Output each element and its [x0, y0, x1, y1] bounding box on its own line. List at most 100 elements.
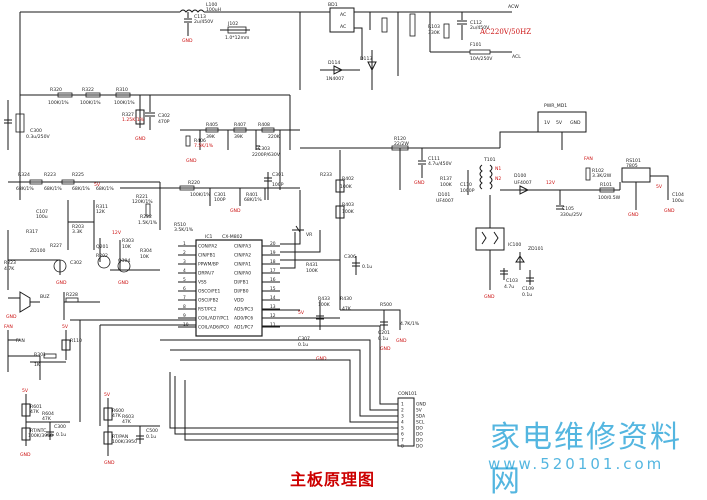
c109-label: C109 [522, 286, 534, 292]
ic1-pin-number: 13 [270, 304, 276, 310]
gnd-label-9: GND [56, 280, 67, 286]
c301b-label: C301 [272, 172, 284, 178]
r408-value: 220K [268, 134, 281, 140]
r430-label: R430 [340, 296, 352, 302]
ic1-pin-label: PPWM/BP [198, 262, 219, 268]
r320-value: 100K/1% [48, 100, 69, 106]
r110-label: R110 [70, 338, 82, 344]
r223-value: 68K/1% [44, 186, 62, 192]
ic1-pin-number: 4 [183, 268, 186, 274]
r310-label: R310 [116, 87, 128, 93]
r203-label: R203 [72, 224, 84, 230]
ic1-pin-number: 8 [183, 304, 186, 310]
bd1-ac-pin2: AC [340, 24, 346, 30]
d113-label: D113 [360, 56, 372, 62]
gnd-label-4: GND [414, 180, 425, 186]
r600-label: R600 [112, 408, 124, 414]
c111-value: 4.7u/450V [428, 161, 453, 167]
gnd-label-2: GND [135, 136, 146, 142]
r500-label: R500 [380, 302, 392, 308]
r225-value: 68K/1% [72, 186, 90, 192]
r222-label: R222 [140, 214, 152, 220]
snubber-section: R405 39K R407 39K R408 220K R406 7.5K/1%… [180, 122, 300, 190]
ic1-pin-number: 16 [270, 277, 276, 283]
ic1-pin-number: 2 [183, 250, 186, 256]
ic1-pin-number: 20 [270, 241, 276, 247]
r101-value: 100/0.5W [598, 195, 621, 201]
c105-value: 330u/25V [560, 212, 583, 218]
r301-label: R301 [34, 352, 46, 358]
ic1-label: IC1 [205, 234, 213, 240]
c301-label: C301 [214, 192, 226, 198]
rt-pan-label: RT/PAN [112, 434, 128, 440]
ic1-pin-label: OSCO/FE1 [198, 289, 221, 295]
acl-label: ACL [512, 54, 521, 60]
r320-label: R320 [50, 87, 62, 93]
fan-sensor-section: FAN FAN R301 1K 5V R110 5V R601 47K R604… [4, 319, 196, 466]
gnd-label-13: GND [396, 338, 407, 344]
r120-label: R120 [394, 136, 406, 142]
r220-value: 100K/1% [190, 192, 211, 198]
r327-value: 1.25K/1% [122, 117, 145, 123]
r405-value: 39K [206, 134, 216, 140]
d100-label: D100 [514, 173, 526, 179]
bd1-label: BD1 [328, 2, 338, 8]
r433-label: R433 [318, 296, 330, 302]
ic1-pin-number: 14 [270, 295, 276, 301]
d101-label: D101 [438, 192, 450, 198]
con101-pin-number: 7 [401, 438, 404, 444]
c300-value: 0.3u/250V [26, 134, 51, 140]
c302-label: C302 [158, 113, 170, 119]
c110-value: 1000P [460, 188, 475, 194]
r401-label: R401 [246, 192, 258, 198]
ic1-pin-label: CIN/FA0 [234, 271, 251, 277]
ic1-pin-label: AD1/PC7 [234, 325, 253, 331]
diagram-title: 主板原理图 [290, 470, 376, 489]
r322-label: R322 [82, 87, 94, 93]
t101-pin-n2: N2 [495, 176, 501, 182]
d100-value: UF4007 [514, 180, 532, 186]
r203-value: 3.3K [72, 229, 83, 235]
ic1-pin-label: VDD [234, 298, 244, 304]
c103-label: C103 [506, 278, 518, 284]
fan-label-right: FAN [584, 156, 593, 162]
c303-value: 2200P/630V [252, 152, 281, 158]
r220-label: R220 [188, 180, 200, 186]
ic1-pin-number: 9 [183, 313, 186, 319]
r310-value: 100K/1% [114, 100, 135, 106]
con101-pin-label: 5V [416, 408, 422, 414]
c105-label: C105 [562, 206, 574, 212]
gnd-label-11: GND [6, 314, 17, 320]
l100-label: L100 [206, 2, 217, 8]
ic1-pin-label: OSCI/FB2 [198, 298, 219, 304]
r403-label: R403 [342, 202, 354, 208]
ic1-pin-number: 11 [270, 322, 276, 328]
con101-pin-label: SDA [416, 414, 425, 420]
con101-pin-label: GND [416, 402, 427, 408]
pwr-md-pin3: GND [570, 120, 581, 126]
c113-value: 2u/450V [194, 19, 214, 25]
r510-label: R510 [174, 222, 186, 228]
ic1-pin-number: 15 [270, 286, 276, 292]
c104-value: 100u [672, 198, 684, 204]
c307-value: 0.1u [298, 342, 308, 348]
c301-value: 100P [214, 197, 226, 203]
gnd-label-15: GND [20, 452, 31, 458]
l100-value: 100uH [206, 7, 221, 13]
c111-label: C111 [428, 156, 440, 162]
r603-label: R603 [122, 414, 134, 420]
r101-label: R101 [600, 182, 612, 188]
ic1-pin-number: 7 [183, 295, 186, 301]
v12-label-left: 12V [112, 230, 122, 236]
r406-label: R406 [194, 138, 206, 144]
r311-label: R311 [96, 204, 108, 210]
fan-label-left: FAN [4, 324, 13, 330]
c104-label: C104 [672, 192, 684, 198]
v5-label-mid: 5V [298, 310, 305, 316]
con101-pin-number: 2 [401, 408, 404, 414]
t101-label: T101 [483, 157, 496, 163]
r137-value: 100K [440, 182, 453, 188]
c113-label: C113 [194, 14, 206, 20]
ic1-pin-number: 6 [183, 286, 186, 292]
